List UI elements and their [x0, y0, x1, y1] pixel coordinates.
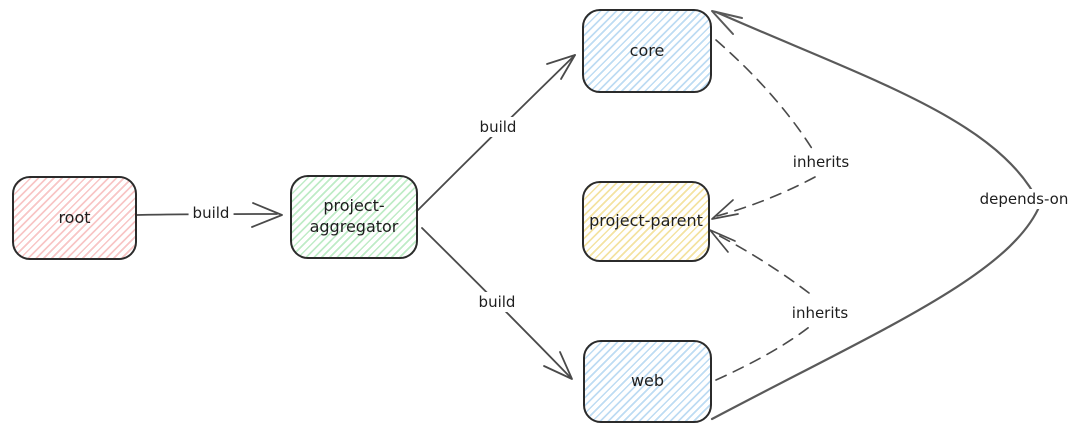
edge-label-inherits-core-to-parent: inherits	[788, 152, 854, 172]
node-web-label: web	[630, 371, 665, 391]
node-root[interactable]: root	[12, 176, 137, 260]
edge-label-inherits-web-to-parent: inherits	[787, 303, 853, 323]
arrowhead	[709, 229, 736, 253]
node-root-label: root	[58, 207, 91, 227]
node-core-label: core	[629, 40, 665, 60]
node-project-aggregator-label: project-aggregator	[309, 196, 399, 236]
edge-label-build-root-to-aggregator: build	[188, 203, 234, 223]
arrowhead	[543, 351, 573, 380]
node-project-parent-label: project-parent	[589, 211, 703, 231]
node-project-aggregator[interactable]: project-aggregator	[290, 175, 418, 259]
node-project-parent[interactable]: project-parent	[582, 181, 710, 262]
arrowhead	[711, 199, 739, 220]
node-web[interactable]: web	[583, 340, 712, 423]
edge-inherits-web-to-parent	[709, 229, 814, 381]
edge-depends-on-web-to-core	[710, 10, 1042, 421]
edge-label-depends-on-web-to-core: depends-on	[975, 189, 1073, 209]
edge-label-build-aggregator-to-core: build	[475, 117, 521, 137]
edge-label-build-aggregator-to-web: build	[474, 292, 520, 312]
arrowhead	[711, 10, 743, 35]
arrowhead	[546, 54, 576, 80]
edge-inherits-core-to-parent	[711, 39, 817, 220]
arrowhead	[251, 202, 283, 228]
node-core[interactable]: core	[582, 9, 712, 93]
